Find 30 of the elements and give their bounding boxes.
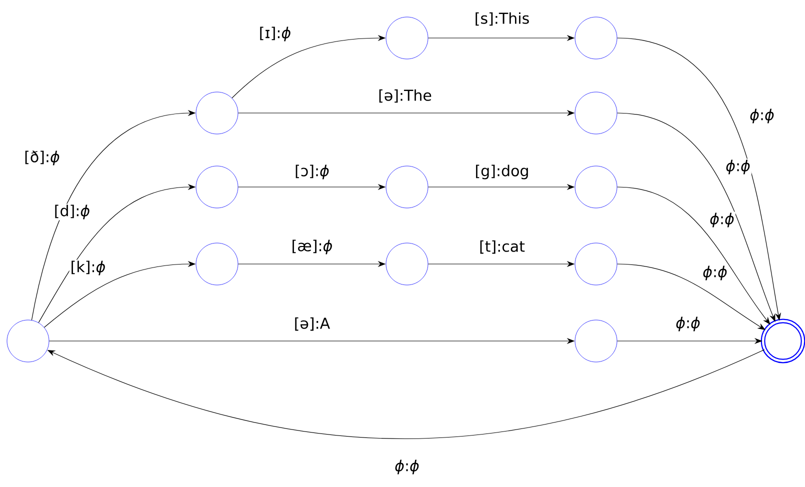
state-circle bbox=[574, 242, 618, 286]
state-circle bbox=[196, 242, 238, 286]
state-circle bbox=[196, 166, 238, 208]
edge-label: ϕ:ϕ bbox=[702, 264, 728, 282]
state-circle bbox=[386, 242, 428, 286]
edge-label: ϕ:ϕ bbox=[394, 458, 420, 476]
state-circle bbox=[6, 320, 50, 362]
state-circle bbox=[574, 166, 618, 208]
edge-label: ϕ:ϕ bbox=[724, 158, 752, 176]
edge-label: [ə]:A bbox=[292, 316, 332, 332]
edge-label: [t]:cat bbox=[478, 239, 526, 255]
state-circle bbox=[574, 16, 618, 60]
edge-label: ϕ:ϕ bbox=[674, 316, 702, 332]
state-circle bbox=[196, 92, 238, 134]
edge-label: [ə]:The bbox=[377, 88, 433, 104]
state-circle bbox=[760, 318, 805, 364]
state-circle bbox=[386, 166, 428, 208]
edge-label: [ɪ]:ϕ bbox=[258, 26, 292, 42]
edge-label: [s]:This bbox=[473, 11, 531, 27]
state-circle bbox=[386, 16, 428, 60]
edge-label: [k]:ϕ bbox=[69, 260, 107, 276]
edge-label: [æ]:ϕ bbox=[290, 238, 334, 256]
edge-label: [ð]:ϕ bbox=[23, 150, 61, 166]
state-circle bbox=[574, 92, 618, 134]
edge-label: [ɔ]:ϕ bbox=[294, 164, 330, 180]
edge-label: [g]:dog bbox=[474, 164, 530, 180]
edge-label: [d]:ϕ bbox=[52, 204, 92, 220]
edge-label: ϕ:ϕ bbox=[748, 108, 776, 124]
edge-label: ϕ:ϕ bbox=[708, 212, 736, 228]
state-circle bbox=[574, 320, 618, 362]
